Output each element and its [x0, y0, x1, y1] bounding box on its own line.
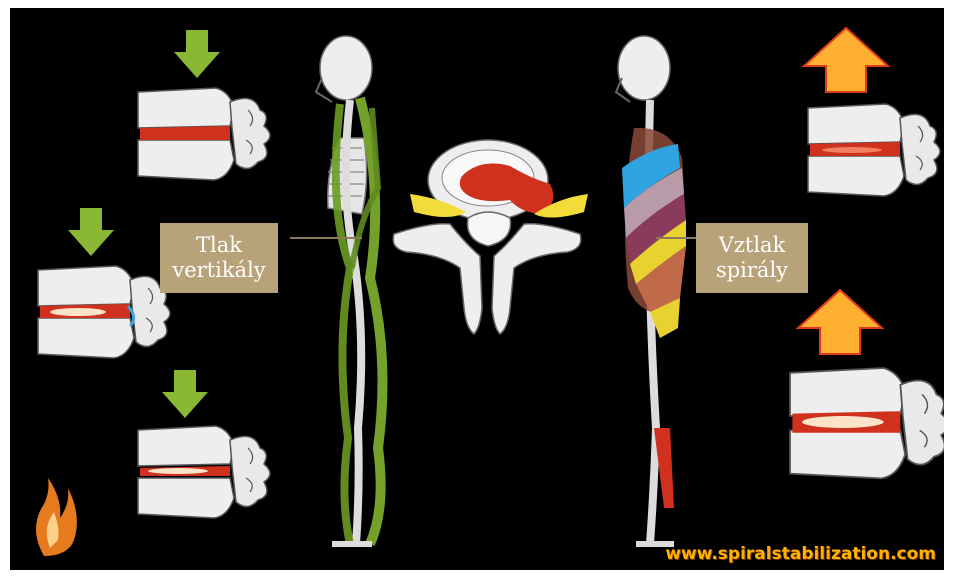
label-right-line2: spirály	[696, 258, 808, 283]
vertebra-compressed-top	[138, 88, 270, 180]
website-url[interactable]: www.spiralstabilization.com	[665, 544, 936, 564]
up-arrow-icon	[804, 28, 888, 92]
slide: Tlak vertikály Vztlak spirály www.spiral…	[10, 8, 944, 570]
label-spiral-lift: Vztlak spirály	[696, 223, 808, 293]
up-arrow-icon	[798, 290, 882, 354]
skeleton-vertical-chains	[290, 36, 383, 544]
vertebra-compressed-middle	[38, 266, 170, 358]
down-arrow-icon	[174, 30, 220, 78]
vertebra-decompressed-top	[808, 104, 940, 196]
down-arrow-icon	[68, 208, 114, 256]
label-left-line1: Tlak	[160, 233, 278, 258]
label-left-line2: vertikály	[160, 258, 278, 283]
label-vertical-pressure: Tlak vertikály	[160, 223, 278, 293]
vertebra-compressed-bottom	[138, 426, 270, 518]
logo-flame-icon	[36, 478, 77, 556]
vertebra-decompressed-bottom	[790, 368, 944, 478]
down-arrow-icon	[162, 370, 208, 418]
label-right-line1: Vztlak	[696, 233, 808, 258]
vertebra-cross-section	[393, 140, 588, 334]
